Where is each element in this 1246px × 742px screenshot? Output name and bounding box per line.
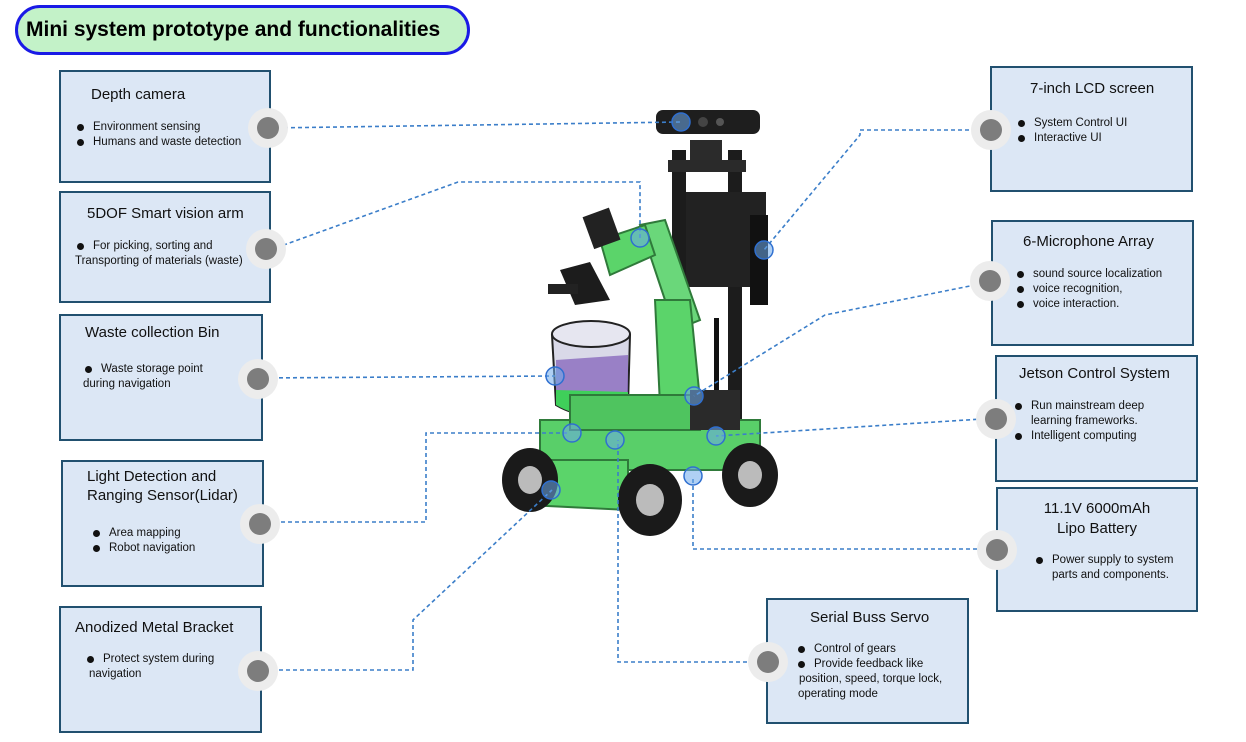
bullet-continuation: Transporting of materials (waste) [75,255,243,267]
bullet: Run mainstream deep [1015,399,1144,414]
bullet: Protect system during [87,652,214,667]
bullet: voice recognition, [1017,282,1162,297]
depth-camera-box: Depth camera Environment sensing Humans … [59,70,271,183]
title-banner: Mini system prototype and functionalitie… [15,5,470,55]
bullet-continuation: operating mode [798,688,878,700]
vision-arm-box: 5DOF Smart vision arm For picking, sorti… [59,191,271,303]
bullet: sound source localization [1017,267,1162,282]
marker-jetson [985,408,1007,430]
lcd-heading: 7-inch LCD screen [1030,80,1155,97]
marker-battery [986,539,1008,561]
marker-mic [979,270,1001,292]
waste-bin-heading: Waste collection Bin [85,324,220,341]
bullet: Area mapping [93,526,195,541]
bullet: Control of gears [798,642,923,657]
hotspot-lcd [754,240,774,260]
bullet: Intelligent computing [1015,429,1144,444]
lcd-box: 7-inch LCD screen System Control UI Inte… [990,66,1193,192]
mic-heading: 6-Microphone Array [1023,233,1154,250]
bullet-continuation: learning frameworks. [1031,415,1138,427]
hotspot-bracket [541,480,561,500]
bullet-continuation: navigation [89,668,142,680]
bullet: For picking, sorting and [77,239,213,254]
hotspot-lidar [562,423,582,443]
hotspot-arm [630,228,650,248]
servo-box: Serial Buss Servo Control of gears Provi… [766,598,969,724]
bullet: Humans and waste detection [77,135,241,150]
mic-box: 6-Microphone Array sound source localiza… [991,220,1194,346]
bullet-continuation: position, speed, torque lock, [799,673,943,685]
lidar-box: Light Detection and Ranging Sensor(Lidar… [61,460,264,587]
page-title: Mini system prototype and functionalitie… [26,18,441,41]
connector-lines [257,121,999,671]
depth-camera-heading: Depth camera [91,86,186,103]
lidar-heading: Light Detection and Ranging Sensor(Lidar… [87,468,238,504]
bullet: System Control UI [1018,116,1127,131]
marker-depth-camera [257,117,279,139]
bullet: Provide feedback like [798,657,923,672]
bullet: Environment sensing [77,120,241,135]
bullet: Robot navigation [93,541,195,556]
bullet-continuation: parts and components. [1052,569,1169,581]
bullet-continuation: during navigation [83,378,171,390]
vision-arm-heading: 5DOF Smart vision arm [87,205,244,222]
hotspot-battery [683,466,703,486]
hotspot-bin [545,366,565,386]
hotspot-mic [684,386,704,406]
marker-lidar [249,513,271,535]
battery-box: 11.1V 6000mAh Lipo Battery Power supply … [996,487,1198,612]
bracket-box: Anodized Metal Bracket Protect system du… [59,606,262,733]
hotspot-servo [605,430,625,450]
servo-heading: Serial Buss Servo [810,609,930,626]
marker-servo [757,651,779,673]
marker-bracket [247,660,269,682]
marker-vision-arm [255,238,277,260]
hotspots [541,112,774,500]
hotspot-camera [671,112,691,132]
marker-waste-bin [247,368,269,390]
waste-bin-box: Waste collection Bin Waste storage point… [59,314,263,441]
battery-heading: 11.1V 6000mAh Lipo Battery [1043,500,1151,537]
bullet: voice interaction. [1017,297,1162,312]
jetson-box: Jetson Control System Run mainstream dee… [995,355,1198,482]
robot-illustration [502,110,778,536]
jetson-heading: Jetson Control System [1019,365,1170,382]
bullet: Power supply to system [1036,553,1173,568]
bullet: Interactive UI [1018,131,1127,146]
bracket-heading: Anodized Metal Bracket [75,619,234,636]
bullet: Waste storage point [85,362,203,377]
marker-lcd [980,119,1002,141]
hotspot-jetson [706,426,726,446]
